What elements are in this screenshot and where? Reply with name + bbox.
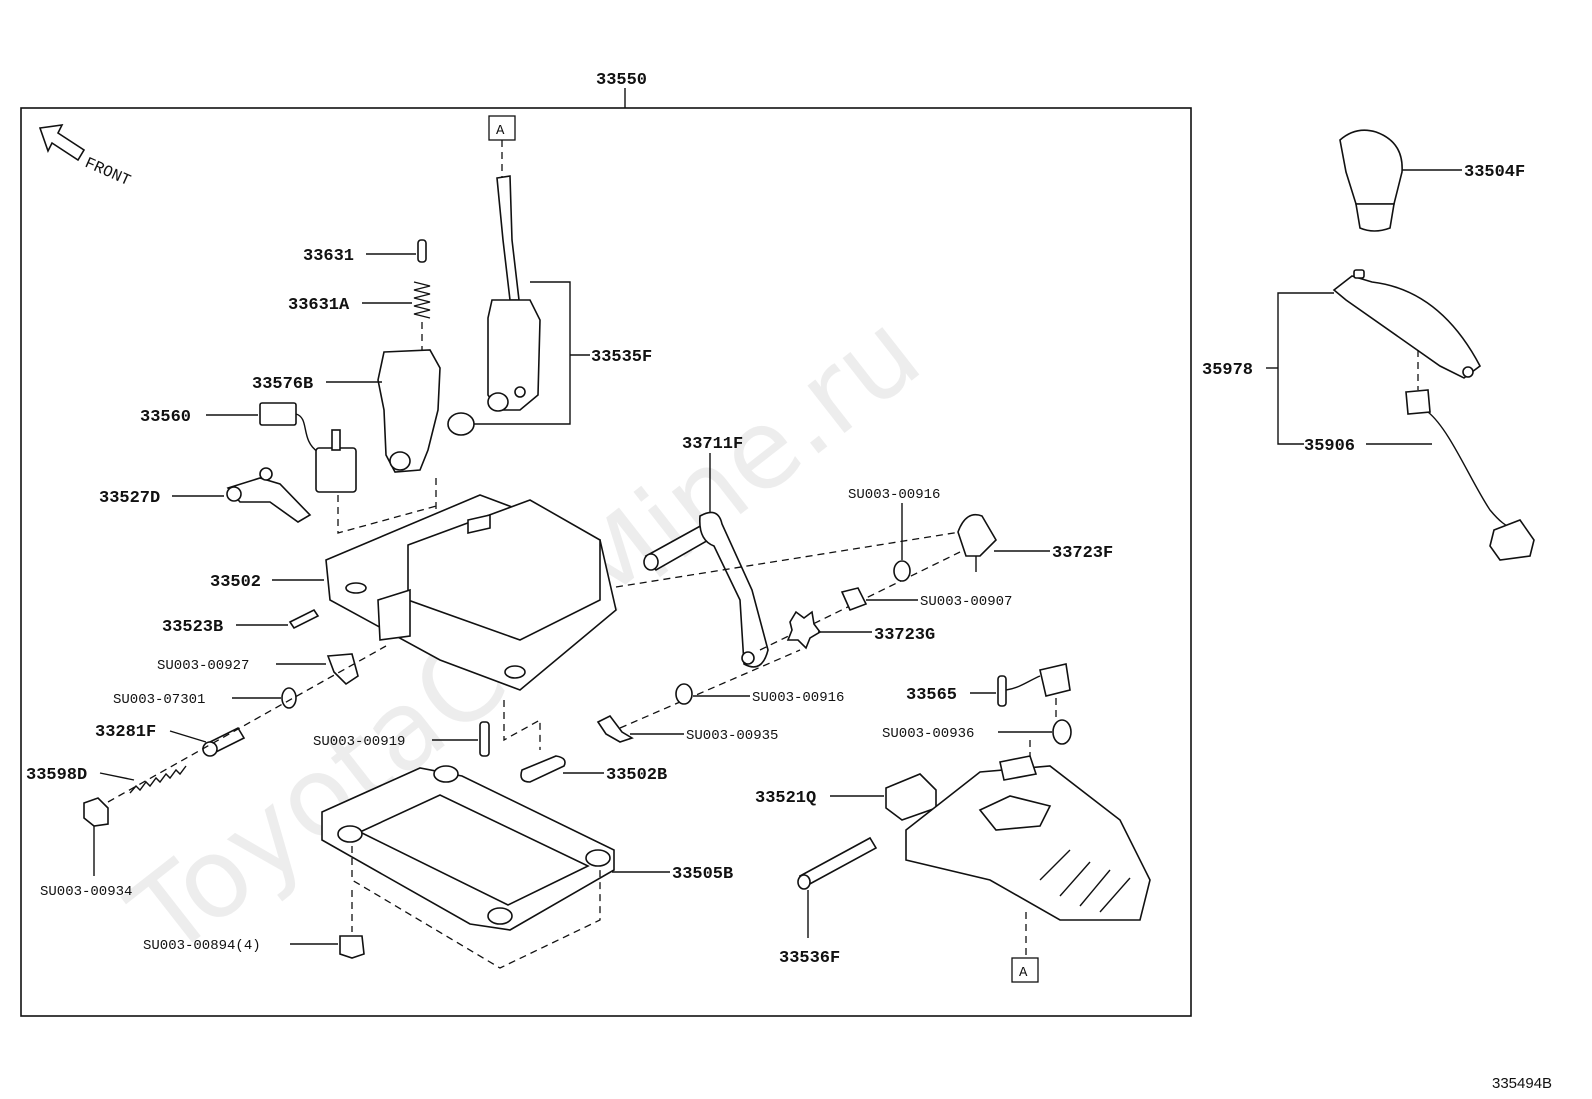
label-su07301: SU003-07301 [113,692,205,708]
label-33631: 33631 [303,247,354,266]
label-33723G: 33723G [874,626,935,645]
label-33711F: 33711F [682,435,743,454]
pin-33631 [417,239,427,263]
cap-su00934 [83,797,109,827]
label-33527D: 33527D [99,489,160,508]
label-33502B: 33502B [606,766,667,785]
label-33281F: 33281F [95,723,156,742]
assembly-frame [20,107,1192,1017]
label-33560: 33560 [140,408,191,427]
starwasher-33723G [786,610,822,650]
lever-33711F [643,511,769,668]
label-su00927: SU003-00927 [157,658,249,674]
label-33550: 33550 [596,71,647,90]
label-su00919: SU003-00919 [313,734,405,750]
housing-33502 [325,494,617,691]
pin-su00919 [479,721,490,757]
diagram-code: 335494B [1492,1075,1552,1092]
label-35906: 35906 [1304,437,1355,456]
label-su00916-b: SU003-00916 [752,690,844,706]
label-su00894: SU003-00894(4) [143,938,261,954]
ref-marker-bottom-text: A [1019,965,1028,981]
bracket-33576B [377,349,441,473]
ref-marker-bottom [1011,957,1039,983]
bezel-35978 [1332,269,1482,379]
clip-su00927 [326,653,359,686]
cable-35906 [1405,389,1535,561]
lever-33527D [226,477,312,523]
label-33576B: 33576B [252,375,313,394]
part-33723F [957,513,998,557]
washer-su00936 [1052,719,1072,745]
base-33521Q [885,755,1151,921]
label-33723F: 33723F [1052,544,1113,563]
shift-knob-33504F [1339,129,1403,232]
label-35978: 35978 [1202,361,1253,380]
label-su00935: SU003-00935 [686,728,778,744]
switch-33565 [997,663,1071,707]
label-33523B: 33523B [162,618,223,637]
label-su00936: SU003-00936 [882,726,974,742]
label-33565: 33565 [906,686,957,705]
shift-lever [447,175,541,436]
washer-su00916-b [675,683,693,705]
pin-33523B [288,608,320,630]
label-33631A: 33631A [288,296,350,315]
label-33504F: 33504F [1464,163,1525,182]
connector-33560 [259,402,297,426]
bushing-su00907 [840,587,868,612]
bolt-33536F [798,836,878,888]
solenoid-33560 [315,447,357,493]
label-33521Q: 33521Q [755,789,816,808]
label-33502: 33502 [210,573,261,592]
label-su00916-a: SU003-00916 [848,487,940,503]
label-su00934: SU003-00934 [40,884,132,900]
gasket-33505B [321,765,615,931]
ref-marker-top [488,115,516,141]
grommet-33502B [520,755,566,783]
ref-marker-top-text: A [496,123,505,139]
front-label: FRONT [82,154,133,190]
spring-33598D [129,765,187,794]
front-arrow-icon [38,124,86,162]
clip-su00935 [596,714,634,743]
spring-33631A [413,281,431,319]
label-33536F: 33536F [779,949,840,968]
label-su00907: SU003-00907 [920,594,1012,610]
label-33598D: 33598D [26,766,87,785]
label-33505B: 33505B [672,865,733,884]
label-33535F: 33535F [591,348,652,367]
bolt-su00894 [339,935,365,959]
washer-su00916-a [893,560,911,582]
washer-su07301 [281,687,297,709]
